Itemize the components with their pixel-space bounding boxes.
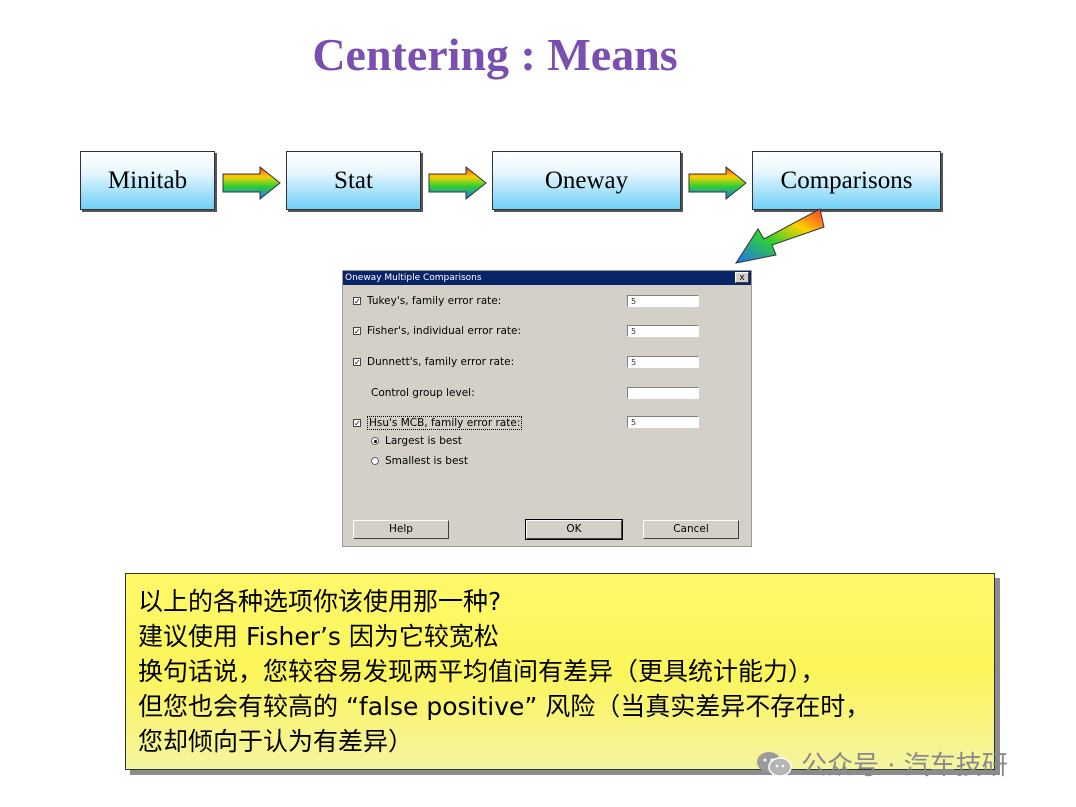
radio-largest[interactable]: Largest is best xyxy=(371,435,462,447)
radio-largest-button[interactable] xyxy=(371,437,379,445)
dialog-titlebar: Oneway Multiple Comparisons x xyxy=(343,271,751,285)
note-line: 以上的各种选项你该使用那一种? xyxy=(138,587,502,616)
option-hsu[interactable]: ✓ Hsu's MCB, family error rate: xyxy=(353,416,523,430)
note-line: 但您也会有较高的 “false positive” 风险（当真实差异不存在时， xyxy=(138,692,871,721)
hsu-rate-field[interactable]: 5 xyxy=(627,416,699,428)
note-line: 您却倾向于认为有差异） xyxy=(138,727,414,756)
flow-step-oneway: Oneway xyxy=(492,151,681,210)
option-label: Dunnett's, family error rate: xyxy=(367,356,515,368)
option-fisher[interactable]: ✓ Fisher's, individual error rate: xyxy=(353,325,521,337)
checkbox-tukey[interactable]: ✓ xyxy=(353,297,361,306)
control-group-field[interactable] xyxy=(627,387,699,399)
close-icon[interactable]: x xyxy=(735,272,749,283)
flow-step-minitab: Minitab xyxy=(80,151,215,210)
control-group-label: Control group level: xyxy=(371,387,475,399)
watermark: 公众号 · 汽车技研 xyxy=(755,745,1008,782)
checkbox-dunnett[interactable]: ✓ xyxy=(353,358,361,367)
arrow-right-icon xyxy=(222,166,281,200)
note-line: 换句话说，您较容易发现两平均值间有差异（更具统计能力）， xyxy=(138,657,826,686)
option-dunnett[interactable]: ✓ Dunnett's, family error rate: xyxy=(353,356,514,368)
option-label: Fisher's, individual error rate: xyxy=(367,325,522,337)
wechat-icon xyxy=(757,751,792,777)
option-label: Hsu's MCB, family error rate: xyxy=(367,416,523,430)
watermark-text: 公众号 · 汽车技研 xyxy=(801,751,1008,781)
flow-step-comparisons: Comparisons xyxy=(752,151,941,210)
arrow-right-icon xyxy=(688,166,747,200)
comparisons-dialog: Oneway Multiple Comparisons x ✓ Tukey's,… xyxy=(342,270,752,547)
tukey-rate-field[interactable]: 5 xyxy=(627,295,699,307)
checkbox-hsu[interactable]: ✓ xyxy=(353,419,361,428)
slide-title: Centering : Means xyxy=(312,29,678,80)
option-label: Tukey's, family error rate: xyxy=(367,295,502,307)
cancel-button[interactable]: Cancel xyxy=(643,520,739,539)
radio-label: Largest is best xyxy=(385,435,462,447)
option-tukey[interactable]: ✓ Tukey's, family error rate: xyxy=(353,295,501,307)
checkbox-fisher[interactable]: ✓ xyxy=(353,327,361,336)
arrow-right-icon xyxy=(428,166,487,200)
ok-button[interactable]: OK xyxy=(525,519,623,540)
explanation-box: 以上的各种选项你该使用那一种? 建议使用 Fisher’s 因为它较宽松 换句话… xyxy=(125,573,995,770)
radio-smallest-button[interactable] xyxy=(371,457,379,465)
dunnett-rate-field[interactable]: 5 xyxy=(627,356,699,368)
fisher-rate-field[interactable]: 5 xyxy=(627,325,699,337)
radio-label: Smallest is best xyxy=(385,455,468,467)
dialog-title: Oneway Multiple Comparisons xyxy=(345,273,482,283)
arrow-down-left-icon xyxy=(734,208,825,264)
radio-smallest[interactable]: Smallest is best xyxy=(371,455,468,467)
flow-step-stat: Stat xyxy=(286,151,421,210)
help-button[interactable]: Help xyxy=(353,520,449,539)
note-line: 建议使用 Fisher’s 因为它较宽松 xyxy=(138,622,499,651)
